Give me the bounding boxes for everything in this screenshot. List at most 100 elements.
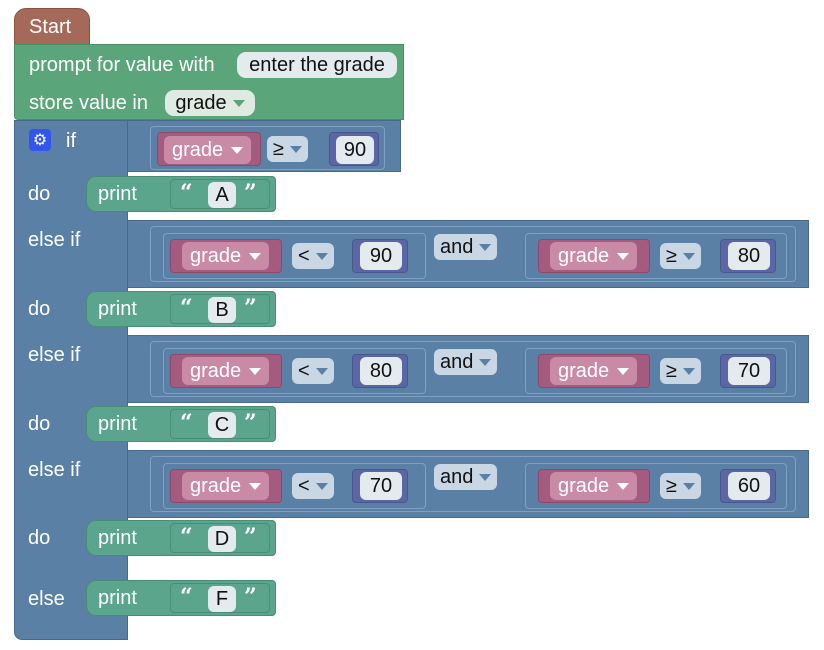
text-field[interactable]: D <box>208 526 236 552</box>
chevron-down-icon <box>249 367 262 375</box>
if-label: if <box>66 130 76 152</box>
operator-dropdown[interactable]: < <box>292 473 334 499</box>
operator-symbol: < <box>298 474 310 497</box>
else-if-label-3: else if <box>28 459 81 481</box>
variable-name: grade <box>558 474 610 497</box>
variable-dropdown[interactable]: grade <box>164 136 252 164</box>
logic-operator-label: and <box>440 235 474 258</box>
operator-dropdown[interactable]: ≥ <box>660 358 701 384</box>
variable-dropdown[interactable]: grade <box>182 242 270 270</box>
print-label: print <box>98 587 137 609</box>
variable-name: grade <box>190 474 242 497</box>
text-field[interactable]: F <box>208 586 236 612</box>
chevron-down-icon <box>682 252 695 260</box>
do-label-4: do <box>28 527 51 549</box>
prompt-label: prompt for value with <box>29 54 215 76</box>
variable-dropdown[interactable]: grade <box>550 242 638 270</box>
number-field[interactable]: 90 <box>360 242 402 270</box>
operator-symbol: < <box>298 359 310 382</box>
gear-icon[interactable]: ⚙ <box>29 129 51 151</box>
close-quote: ” <box>244 295 257 321</box>
text-field[interactable]: C <box>208 412 236 438</box>
start-block[interactable]: Start <box>14 8 90 46</box>
close-quote: ” <box>244 180 257 206</box>
operator-dropdown[interactable]: < <box>292 243 334 269</box>
close-quote: ” <box>244 410 257 436</box>
variable-dropdown[interactable]: grade <box>550 357 638 385</box>
do-label-3: do <box>28 413 51 435</box>
chevron-down-icon <box>682 367 695 375</box>
chevron-down-icon <box>682 482 695 490</box>
operator-dropdown[interactable]: ≥ <box>660 243 701 269</box>
number-field[interactable]: 60 <box>728 472 770 500</box>
store-label: store value in <box>29 92 148 114</box>
print-label: print <box>98 298 137 320</box>
chevron-down-icon <box>479 243 492 251</box>
close-quote: ” <box>244 524 257 550</box>
chevron-down-icon <box>617 482 630 490</box>
variable-dropdown[interactable]: grade <box>550 472 638 500</box>
do-label-2: do <box>28 298 51 320</box>
chevron-down-icon <box>479 358 492 366</box>
else-if-label-2: else if <box>28 344 81 366</box>
operator-dropdown[interactable]: < <box>292 358 334 384</box>
variable-name: grade <box>190 244 242 267</box>
variable-name: grade <box>172 138 224 161</box>
chevron-down-icon <box>249 252 262 260</box>
store-variable-dropdown[interactable]: grade <box>165 90 255 116</box>
logic-operator-dropdown[interactable]: and <box>434 234 498 260</box>
chevron-down-icon <box>315 252 328 260</box>
print-label: print <box>98 183 137 205</box>
logic-operator-dropdown[interactable]: and <box>434 464 498 490</box>
operator-symbol: < <box>298 244 310 267</box>
chevron-down-icon <box>231 146 244 154</box>
logic-operator-label: and <box>440 350 474 373</box>
number-field[interactable]: 80 <box>360 357 402 385</box>
else-label: else <box>28 588 65 610</box>
operator-symbol: ≥ <box>273 137 284 160</box>
chevron-down-icon <box>249 482 262 490</box>
text-field[interactable]: B <box>208 297 236 323</box>
variable-name: grade <box>558 244 610 267</box>
operator-dropdown[interactable]: ≥ <box>267 136 308 162</box>
do-label-1: do <box>28 183 51 205</box>
number-field[interactable]: 70 <box>728 357 770 385</box>
variable-name: grade <box>190 359 242 382</box>
prompt-block[interactable]: prompt for value with enter the grade st… <box>14 44 404 120</box>
open-quote: “ <box>180 584 193 610</box>
prompt-text-field[interactable]: enter the grade <box>237 52 397 78</box>
close-quote: ” <box>244 584 257 610</box>
print-label: print <box>98 413 137 435</box>
chevron-down-icon <box>315 367 328 375</box>
operator-symbol: ≥ <box>666 474 677 497</box>
compare-block[interactable]: grade ≥ 90 <box>150 126 385 170</box>
chevron-down-icon <box>617 252 630 260</box>
open-quote: “ <box>180 180 193 206</box>
number-block[interactable]: 90 <box>329 132 379 166</box>
number-field[interactable]: 90 <box>336 136 374 164</box>
chevron-down-icon <box>479 473 492 481</box>
variable-name: grade <box>558 359 610 382</box>
chevron-down-icon <box>315 482 328 490</box>
variable-block[interactable]: grade <box>157 132 261 166</box>
operator-dropdown[interactable]: ≥ <box>660 473 701 499</box>
open-quote: “ <box>180 524 193 550</box>
start-label: Start <box>29 16 72 38</box>
open-quote: “ <box>180 295 193 321</box>
text-field[interactable]: A <box>208 182 236 208</box>
operator-symbol: ≥ <box>666 244 677 267</box>
chevron-down-icon <box>232 99 245 107</box>
operator-symbol: ≥ <box>666 359 677 382</box>
chevron-down-icon <box>289 145 302 153</box>
else-if-label-1: else if <box>28 229 81 251</box>
number-field[interactable]: 70 <box>360 472 402 500</box>
variable-dropdown[interactable]: grade <box>182 357 270 385</box>
number-field[interactable]: 80 <box>728 242 770 270</box>
chevron-down-icon <box>617 367 630 375</box>
store-variable-name: grade <box>175 92 227 114</box>
logic-operator-dropdown[interactable]: and <box>434 349 498 375</box>
logic-operator-label: and <box>440 465 474 488</box>
variable-dropdown[interactable]: grade <box>182 472 270 500</box>
open-quote: “ <box>180 410 193 436</box>
print-label: print <box>98 527 137 549</box>
